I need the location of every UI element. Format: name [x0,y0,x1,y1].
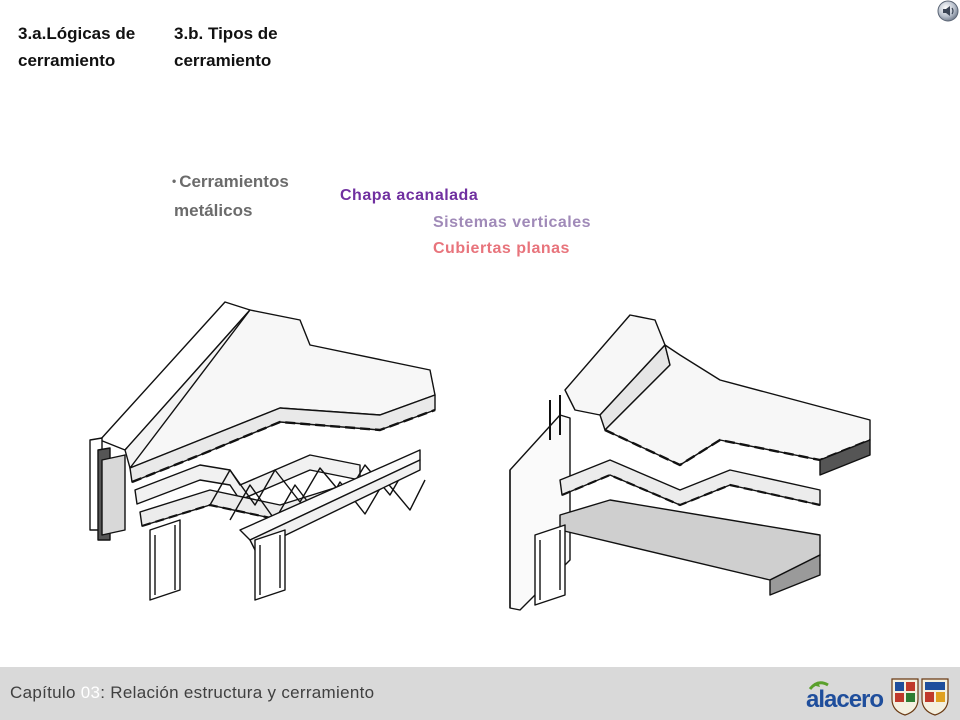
roof-section-drawings [89,301,871,611]
footer-suffix: : Relación estructura y cerramiento [100,683,375,702]
sub-item-chapa: Chapa acanalada [340,187,479,204]
shield-logo-2 [921,678,949,716]
sub-item-sistemas: Sistemas verticales [433,214,592,231]
drawing-left [89,301,436,601]
nav-section-a[interactable]: 3.a.Lógicas de cerramiento [18,24,136,70]
footer-bar: Capítulo 03: Relación estructura y cerra… [0,667,960,720]
svg-text:alacero: alacero [806,686,883,713]
footer-chapter-title: Capítulo 03: Relación estructura y cerra… [10,683,374,703]
bullet-item: •Cerramientos metálicos [172,172,289,220]
sub-item-cubiertas: Cubiertas planas [433,240,570,257]
nav-section-b[interactable]: 3.b. Tipos de cerramiento [174,24,278,70]
speaker-icon[interactable] [937,0,959,22]
alacero-logo: alacero [806,678,949,716]
drawing-right [509,314,871,611]
footer-prefix: Capítulo [10,683,81,702]
footer-chapter-number: 03 [80,683,101,702]
shield-logo-1 [891,678,919,716]
bullet-text: Cerramientos metálicos [174,172,289,220]
